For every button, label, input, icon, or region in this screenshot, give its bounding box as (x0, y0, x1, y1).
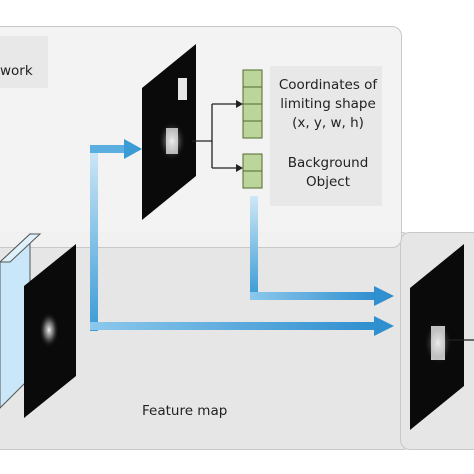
class-vector (242, 153, 263, 189)
coords-label-line2: limiting shape (280, 96, 376, 112)
anchor-box-small (178, 78, 187, 100)
sheet-to-vector-connectors (192, 100, 243, 172)
class-label-line1: Background (287, 155, 369, 171)
roi-feature-sheet (410, 244, 474, 430)
right-arrow-icon (90, 139, 142, 331)
right-arrow-icon (250, 196, 394, 306)
output-label-box (270, 66, 382, 206)
network-label-box (0, 36, 48, 88)
proposal-feature-sheet (142, 44, 196, 220)
class-label-line2: Object (306, 174, 350, 190)
feature-map-label: Feature map (142, 403, 228, 419)
coords-label-line1: Coordinates of (278, 77, 378, 93)
coordinate-vector (242, 69, 263, 139)
right-arrow-icon (90, 316, 394, 336)
coords-label-line3: (x, y, w, h) (292, 115, 364, 131)
input-volume (0, 232, 42, 409)
feature-map-sheet (24, 244, 76, 418)
network-label: work (0, 63, 33, 79)
